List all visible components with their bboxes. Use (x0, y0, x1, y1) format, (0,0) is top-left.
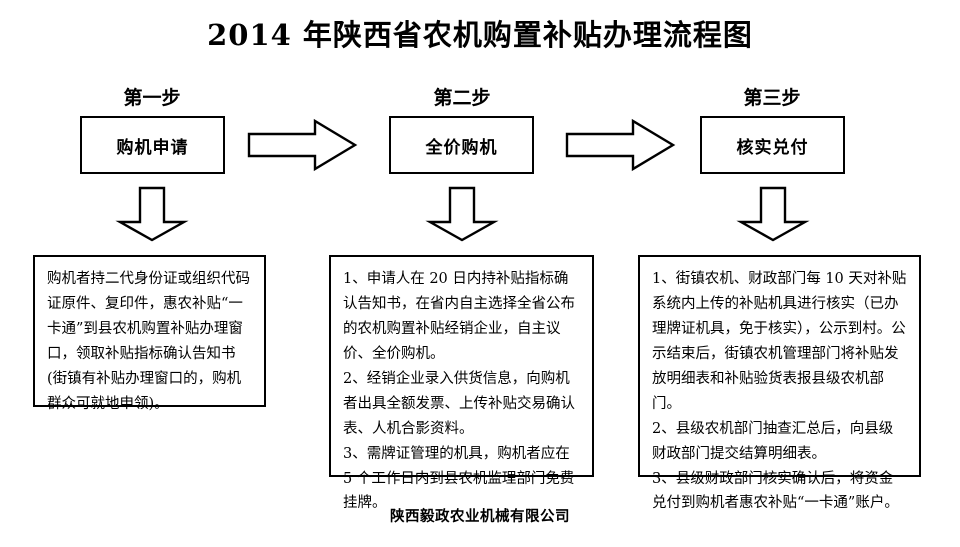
detail-box-2: 1、申请人在 20 日内持补贴指标确认告知书，在省内自主选择全省公布的农机购置补… (329, 255, 594, 511)
detail-box-3: 1、街镇农机、财政部门每 10 天对补贴系统内上传的补贴机具进行核实（已办理牌证… (638, 255, 921, 511)
step-caption-1: 第一步 (123, 87, 181, 109)
step-box-2: 全价购机 (389, 116, 534, 174)
page-title: 2014 年陕西省农机购置补贴办理流程图 (207, 18, 753, 52)
step-caption-2: 第二步 (433, 87, 491, 109)
right-arrow-icon (247, 118, 358, 172)
right-arrow-icon (565, 118, 676, 172)
step-box-3: 核实兑付 (700, 116, 845, 174)
detail-text-1: 购机者持二代身份证或组织代码证原件、复印件，惠农补贴“一卡通”到县农机购置补贴办… (47, 271, 250, 412)
detail-box-1: 购机者持二代身份证或组织代码证原件、复印件，惠农补贴“一卡通”到县农机购置补贴办… (33, 255, 266, 412)
down-arrow-icon (425, 186, 499, 242)
detail-text-2: 1、申请人在 20 日内持补贴指标确认告知书，在省内自主选择全省公布的农机购置补… (343, 271, 575, 512)
detail-text-3: 1、街镇农机、财政部门每 10 天对补贴系统内上传的补贴机具进行核实（已办理牌证… (652, 271, 907, 512)
step-caption-3: 第三步 (743, 87, 801, 109)
down-arrow-icon (736, 186, 810, 242)
company-footer: 陕西毅政农业机械有限公司 (390, 509, 570, 525)
step-box-1: 购机申请 (80, 116, 225, 174)
down-arrow-icon (115, 186, 189, 242)
